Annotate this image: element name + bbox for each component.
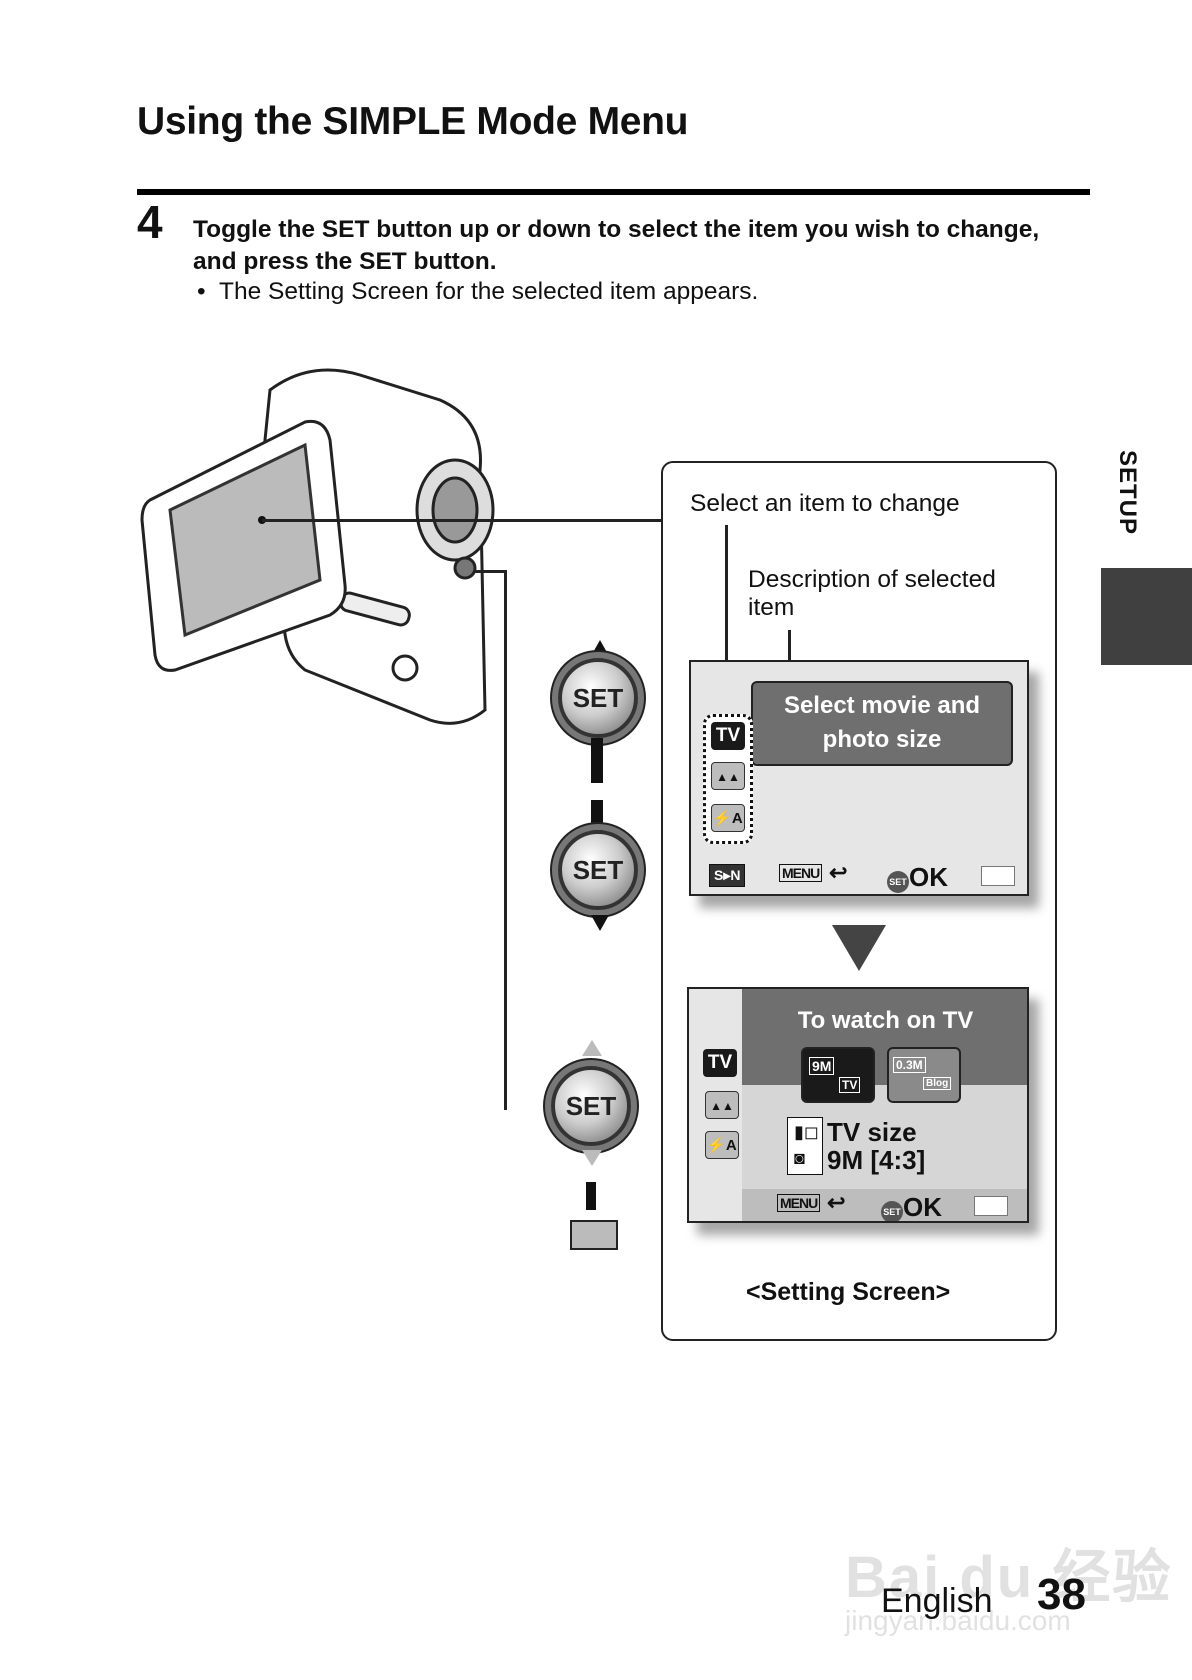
option-03m-blog[interactable]: 0.3M Blog [887,1047,961,1103]
section-tab-label: SETUP [1114,450,1141,536]
back-icon: ↩ [829,860,848,885]
leader-line-vertical [504,570,507,1110]
setting-screen: TV ▲▲ ⚡A To watch on TV 9M TV 0.3M Blog … [687,987,1029,1223]
menu-icon: MENU [777,1194,821,1212]
battery-icon [981,866,1015,886]
back-icon: ↩ [827,1190,846,1215]
tv-icon[interactable]: TV [703,1049,737,1077]
battery-icon [974,1196,1008,1216]
item-description: Select movie and photo size [751,681,1013,766]
page-title: Using the SIMPLE Mode Menu [137,100,689,143]
set-button-on-camera [453,556,477,580]
setting-title: To watch on TV [797,1007,974,1034]
footer-language: English [881,1582,993,1620]
ok-hint: SETOK [887,862,948,893]
transition-arrow-icon [832,925,886,971]
menu-screen-bottom-bar: S▸N MENU ↩ SETOK [709,860,1019,893]
scene-icon[interactable]: ▲▲ [711,762,745,790]
arrow-up-icon [591,640,609,656]
movie-photo-icons: ▮◻ ◙ [787,1117,823,1175]
step-instruction: Toggle the SET button up or down to sele… [193,216,1040,275]
push-up-arrow-icon [591,738,603,783]
camera-illustration [140,368,495,725]
page-number: 38 [1037,1570,1086,1619]
arrow-down-gray-icon [582,1150,602,1166]
setting-screen-caption: <Setting Screen> [746,1278,951,1306]
label-description: Description of selected item [748,566,996,621]
watermark: Bai du 经验 [845,1545,1173,1610]
scene-icon[interactable]: ▲▲ [705,1091,739,1119]
set-button-toggle-down[interactable]: SET [558,830,638,910]
leader-line-screen [262,519,662,522]
set-icon: SET [887,870,909,893]
flash-auto-icon[interactable]: ⚡A [705,1131,739,1159]
set-icon: SET [881,1200,903,1221]
step-bullet: • The Setting Screen for the selected ite… [197,278,758,306]
section-tab-marker [1101,568,1192,665]
ok-hint: SETOK [881,1192,942,1222]
pressed-button-icon [570,1220,618,1250]
flash-auto-icon[interactable]: ⚡A [711,804,745,832]
ok-label: OK [909,862,948,892]
ok-label: OK [903,1192,942,1222]
movie-camera-icon: ▮◻ [794,1122,819,1142]
option-9m-tv[interactable]: 9M TV [801,1047,875,1103]
label-select-item: Select an item to change [690,490,960,517]
photo-camera-icon: ◙ [794,1148,805,1168]
leader-line-set [474,570,506,573]
bullet-text: The Setting Screen for the selected item… [219,278,759,305]
menu-icon: MENU [779,864,823,882]
bullet-dot: • [197,278,206,305]
pointer-select-item [725,525,728,725]
step-number: 4 [137,196,163,248]
mode-badge: S▸N [709,864,746,887]
arrow-up-gray-icon [582,1040,602,1056]
set-button-press[interactable]: SET [551,1066,631,1146]
camera-lcd-panel [140,419,347,672]
pointer-description [788,630,791,682]
watermark-url: jingyan.baidu.com [845,1605,1071,1636]
photo-size-value: 9M [4:3] [827,1145,926,1175]
callout-box [661,461,1057,1341]
arrow-down-icon [591,915,609,931]
movie-size-value: TV size [827,1117,917,1147]
press-arrow-icon [586,1182,596,1210]
menu-screen: Select movie and photo size TV ▲▲ ⚡A S▸N… [689,660,1029,896]
setting-screen-bottom-bar: MENU ↩ SETOK [769,1190,1019,1222]
title-divider [137,189,1090,195]
tv-icon[interactable]: TV [711,722,745,750]
set-button-toggle-up[interactable]: SET [558,658,638,738]
